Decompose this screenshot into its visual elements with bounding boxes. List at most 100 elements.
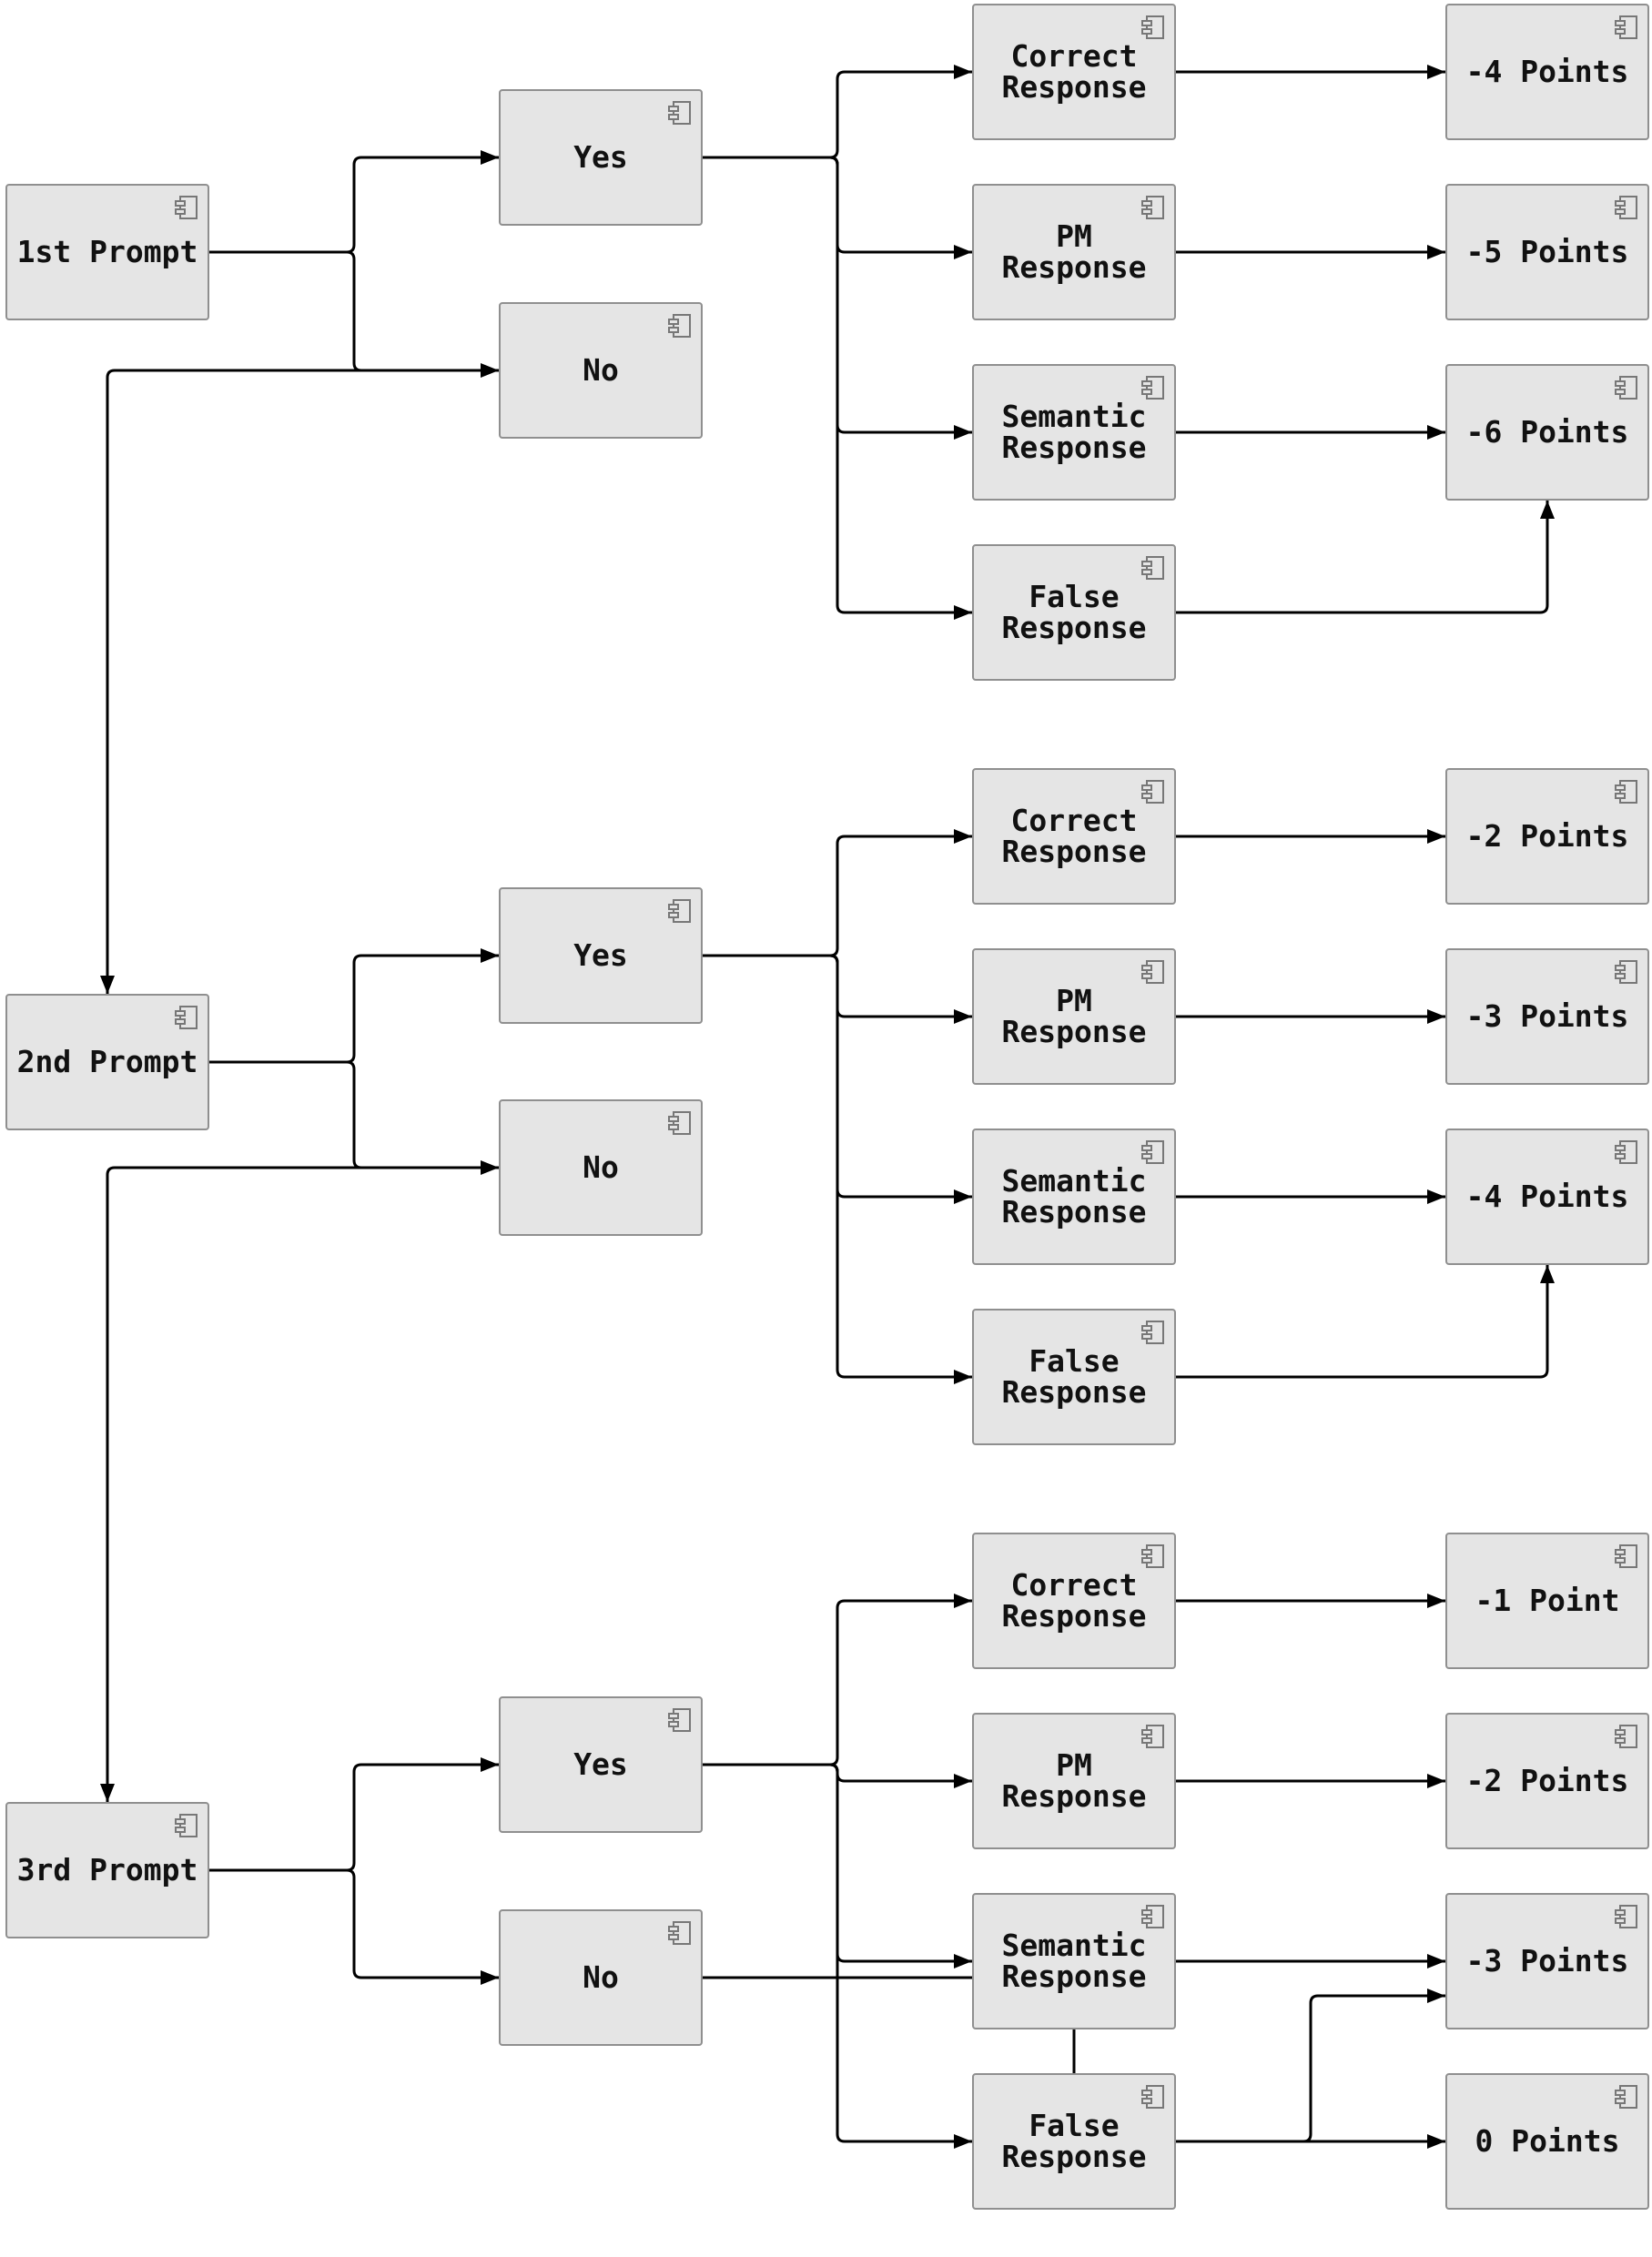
- connector-y1-f1: [703, 156, 972, 620]
- connector-p1-y1: [209, 150, 499, 254]
- component-icon: [1615, 1904, 1638, 1929]
- node-label: 2nd Prompt: [16, 1044, 198, 1079]
- node-label: No: [583, 1959, 619, 1995]
- node-correct-response-2: Correct Response: [972, 768, 1176, 905]
- component-icon: [1141, 555, 1165, 581]
- node-pm-response-3: PM Response: [972, 1713, 1176, 1849]
- node-label: PM Response: [1001, 218, 1147, 285]
- node-score-3a: -1 Point: [1445, 1533, 1649, 1669]
- node-pm-response-1: PM Response: [972, 184, 1176, 320]
- node-no-2: No: [499, 1099, 703, 1236]
- connector-y3-f3: [703, 1763, 972, 2149]
- node-label: Semantic Response: [1001, 1928, 1147, 1994]
- node-label: PM Response: [1001, 983, 1147, 1049]
- node-score-2b: -3 Points: [1445, 948, 1649, 1085]
- node-label: Correct Response: [1001, 38, 1147, 105]
- node-yes-1: Yes: [499, 89, 703, 226]
- connector-p1-n1: [209, 250, 499, 378]
- node-label: -2 Points: [1465, 818, 1629, 854]
- component-icon: [1141, 195, 1165, 220]
- node-label: -4 Points: [1465, 1179, 1629, 1214]
- node-label: Yes: [573, 1746, 628, 1782]
- component-icon: [175, 1005, 198, 1030]
- node-score-1a: -4 Points: [1445, 4, 1649, 140]
- component-icon: [1141, 1320, 1165, 1345]
- connector-y2-c2: [703, 829, 972, 957]
- component-icon: [1141, 1724, 1165, 1749]
- connector-f3-r3c: [1176, 1989, 1445, 2143]
- node-label: -1 Point: [1475, 1583, 1620, 1618]
- node-score-3b: -2 Points: [1445, 1713, 1649, 1849]
- node-label: No: [583, 1149, 619, 1185]
- node-score-3d: 0 Points: [1445, 2073, 1649, 2210]
- component-icon: [1615, 1724, 1638, 1749]
- connector-n2-p3: [100, 1166, 499, 1802]
- node-score-2c: -4 Points: [1445, 1128, 1649, 1265]
- component-icon: [668, 1920, 692, 1946]
- component-icon: [1141, 1139, 1165, 1165]
- component-icon: [1615, 1543, 1638, 1569]
- node-label: Semantic Response: [1001, 1163, 1147, 1230]
- connector-y3-c3: [703, 1594, 972, 1766]
- node-false-response-1: False Response: [972, 544, 1176, 681]
- node-no-1: No: [499, 302, 703, 439]
- node-pm-response-2: PM Response: [972, 948, 1176, 1085]
- node-label: 1st Prompt: [16, 234, 198, 269]
- connector-f1-r1c: [1176, 501, 1555, 614]
- node-false-response-3: False Response: [972, 2073, 1176, 2210]
- node-label: False Response: [1001, 1343, 1147, 1410]
- component-icon: [175, 1813, 198, 1838]
- node-label: -3 Points: [1465, 998, 1629, 1034]
- component-icon: [1615, 195, 1638, 220]
- component-icon: [1615, 15, 1638, 40]
- node-label: False Response: [1001, 2108, 1147, 2174]
- node-3rd-prompt: 3rd Prompt: [5, 1802, 209, 1938]
- node-semantic-response-2: Semantic Response: [972, 1128, 1176, 1265]
- node-label: Yes: [573, 139, 628, 175]
- component-icon: [1141, 1543, 1165, 1569]
- node-correct-response-3: Correct Response: [972, 1533, 1176, 1669]
- node-1st-prompt: 1st Prompt: [5, 184, 209, 320]
- connector-y1-c1: [703, 65, 972, 159]
- component-icon: [1615, 1139, 1638, 1165]
- component-icon: [1141, 1904, 1165, 1929]
- connector-p2-y2: [209, 948, 499, 1064]
- node-label: Correct Response: [1001, 803, 1147, 869]
- node-yes-2: Yes: [499, 887, 703, 1024]
- node-score-1c: -6 Points: [1445, 364, 1649, 501]
- node-score-2a: -2 Points: [1445, 768, 1649, 905]
- node-label: PM Response: [1001, 1747, 1147, 1814]
- node-label: -3 Points: [1465, 1943, 1629, 1979]
- component-icon: [668, 1110, 692, 1136]
- node-false-response-2: False Response: [972, 1309, 1176, 1445]
- component-icon: [1615, 375, 1638, 400]
- component-icon: [668, 898, 692, 924]
- node-no-3: No: [499, 1909, 703, 2046]
- connector-y2-f2: [703, 954, 972, 1384]
- node-score-1b: -5 Points: [1445, 184, 1649, 320]
- node-label: 0 Points: [1475, 2123, 1620, 2159]
- connector-p3-y3: [209, 1757, 499, 1872]
- node-label: Correct Response: [1001, 1567, 1147, 1634]
- component-icon: [1141, 779, 1165, 805]
- node-label: -4 Points: [1465, 54, 1629, 89]
- node-label: -5 Points: [1465, 234, 1629, 269]
- node-2nd-prompt: 2nd Prompt: [5, 994, 209, 1130]
- node-yes-3: Yes: [499, 1696, 703, 1833]
- node-label: 3rd Prompt: [16, 1852, 198, 1888]
- node-label: Semantic Response: [1001, 399, 1147, 465]
- node-label: Yes: [573, 937, 628, 973]
- node-label: No: [583, 352, 619, 388]
- node-label: -2 Points: [1465, 1763, 1629, 1798]
- component-icon: [1141, 2084, 1165, 2110]
- component-icon: [175, 195, 198, 220]
- component-icon: [668, 100, 692, 126]
- component-icon: [1141, 15, 1165, 40]
- component-icon: [668, 313, 692, 339]
- component-icon: [1141, 375, 1165, 400]
- node-score-3c: -3 Points: [1445, 1893, 1649, 2029]
- connector-f2-r2c: [1176, 1265, 1555, 1379]
- component-icon: [1615, 959, 1638, 985]
